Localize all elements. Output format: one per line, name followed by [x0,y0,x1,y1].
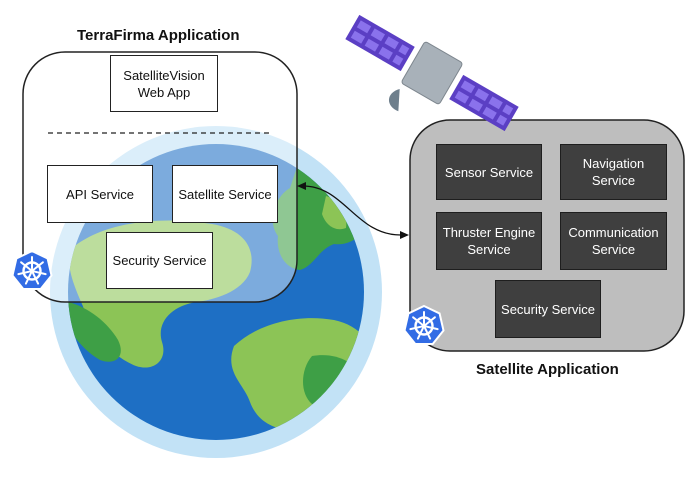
thruster-engine-service-box: Thruster Engine Service [436,212,542,270]
sensor-service-box: Sensor Service [436,144,542,200]
connection-arrow [297,182,409,239]
api-service-box: API Service [47,165,153,223]
terrafirma-container [22,51,298,303]
satellite-app-title: Satellite Application [476,361,619,378]
communication-service-label: Communication Service [568,225,659,257]
terrafirma-title: TerraFirma Application [77,27,240,44]
communication-service-box: Communication Service [560,212,667,270]
api-service-label: API Service [66,186,134,202]
satellite-service-label: Satellite Service [178,186,272,202]
kubernetes-icon [11,249,53,290]
terrafirma-security-service-box: Security Service [106,232,213,289]
thruster-engine-service-label: Thruster Engine Service [442,225,536,257]
web-app-box: SatelliteVision Web App [110,55,218,112]
navigation-service-box: Navigation Service [560,144,667,200]
web-app-label: SatelliteVision Web App [123,67,205,100]
navigation-service-label: Navigation Service [582,156,645,188]
satellite-security-service-label: Security Service [501,301,595,317]
kubernetes-icon [403,304,445,345]
satellite-security-service-box: Security Service [495,280,601,338]
terrafirma-security-service-label: Security Service [112,253,207,268]
satellite-service-box: Satellite Service [172,165,278,223]
satellite-icon [345,14,519,132]
sensor-service-label: Sensor Service [444,164,534,180]
